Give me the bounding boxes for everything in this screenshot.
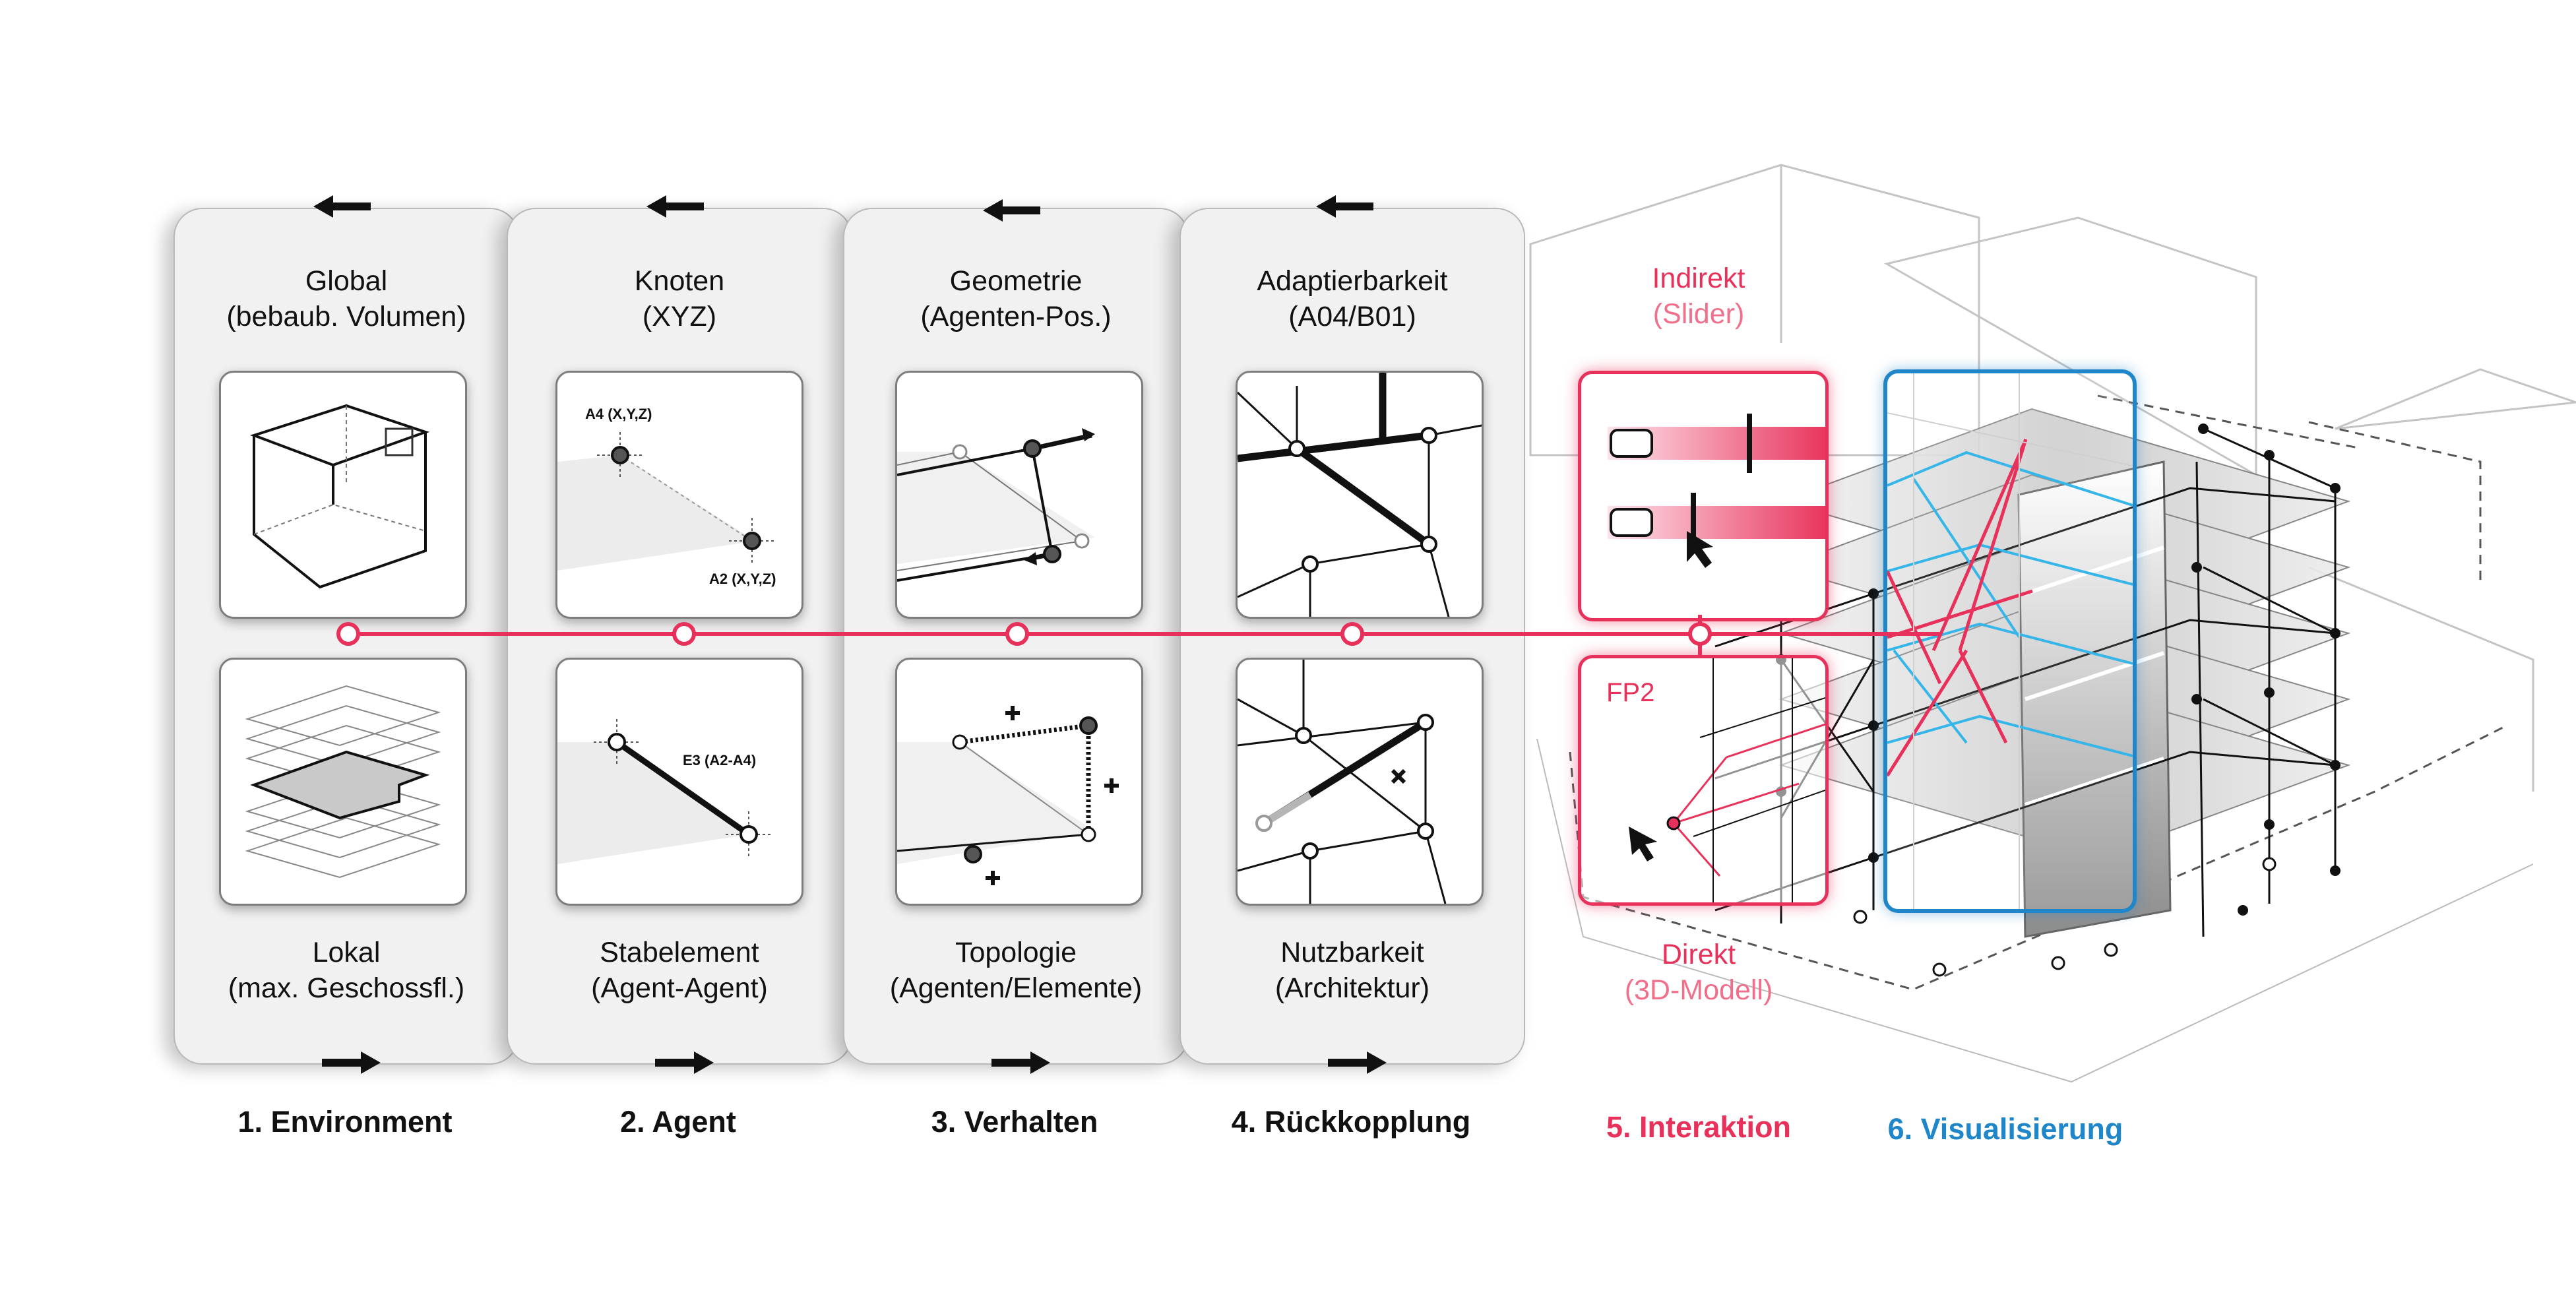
cursor-icon: [1687, 531, 1713, 568]
step-label-agent: 2. Agent: [620, 1105, 736, 1139]
node-a2: [743, 532, 761, 550]
element-e3-label: E3 (A2-A4): [683, 752, 756, 768]
panel-top-title: Adaptierbarkeit: [1257, 265, 1448, 297]
indirect-title: Indirekt: [1652, 263, 1745, 294]
panel-top-subtitle: (Agenten-Pos.): [920, 301, 1112, 332]
panel-bottom-title: Topologie: [955, 937, 1077, 968]
panel-agent: Knoten (XYZ) A4 (X,Y,Z) A2 (X,Y,Z) E: [507, 208, 852, 1065]
floor-layers-icon: [245, 685, 441, 879]
panel-top-title: Knoten: [634, 265, 725, 297]
direct-subtitle: (3D-Modell): [1624, 974, 1773, 1006]
step-label-feedback: 4. Rückkopplung: [1231, 1105, 1471, 1139]
step-label-interaction: 5. Interaktion: [1606, 1110, 1792, 1144]
panel-bottom-subtitle: (max. Geschossfl.): [228, 972, 465, 1004]
card-usability: [1236, 658, 1484, 906]
node-a2-label: A2 (X,Y,Z): [709, 571, 776, 587]
card-local-floors: [219, 658, 467, 906]
indirect-subtitle: (Slider): [1652, 298, 1745, 330]
slider-2[interactable]: [1608, 493, 1825, 552]
visualization-frame: [1883, 369, 2137, 913]
step-label-environment: 1. Environment: [237, 1105, 453, 1139]
remove-icon: [1391, 768, 1406, 784]
panel-bottom-subtitle: (Agent-Agent): [591, 972, 768, 1004]
panel-bottom-title: Lokal: [312, 937, 381, 968]
card-adaptability: [1236, 371, 1484, 619]
slider-card: [1578, 371, 1829, 621]
panel-behaviour: Geometrie (Agenten-Pos.): [843, 208, 1189, 1065]
panel-top-subtitle: (XYZ): [642, 301, 717, 332]
plus-icon: [986, 706, 1119, 885]
panel-environment: Global (bebaub. Volumen) Lokal (max. Ges…: [173, 208, 519, 1065]
step-label-visualization: 6. Visualisierung: [1887, 1112, 2123, 1146]
panel-bottom-subtitle: (Architektur): [1274, 972, 1430, 1004]
card-geometry: [895, 371, 1143, 619]
panel-top-subtitle: (bebaub. Volumen): [226, 301, 466, 332]
node-a4: [611, 446, 629, 464]
card-bar-element: E3 (A2-A4): [555, 658, 803, 906]
panel-bottom-title: Stabelement: [600, 937, 759, 968]
panel-bottom-title: Nutzbarkeit: [1280, 937, 1424, 968]
panel-top-title: Geometrie: [949, 265, 1083, 297]
cursor-icon: [1629, 827, 1657, 861]
card-nodes: A4 (X,Y,Z) A2 (X,Y,Z): [555, 371, 803, 619]
fp-label: FP2: [1606, 678, 1654, 707]
panel-top-subtitle: (A04/B01): [1288, 301, 1416, 332]
model-interaction-card: FP2: [1578, 655, 1829, 906]
volume-box-icon: [249, 404, 430, 589]
panel-top-title: Global: [305, 265, 388, 297]
card-topology: [895, 658, 1143, 906]
panel-bottom-subtitle: (Agenten/Elemente): [889, 972, 1143, 1004]
card-global-volume: [219, 371, 467, 619]
step-label-behaviour: 3. Verhalten: [931, 1105, 1098, 1139]
node-a4-label: A4 (X,Y,Z): [585, 406, 652, 422]
slider-1[interactable]: [1608, 414, 1825, 473]
panel-feedback: Adaptierbarkeit (A04/B01): [1179, 208, 1525, 1065]
direct-title: Direkt: [1661, 939, 1736, 970]
